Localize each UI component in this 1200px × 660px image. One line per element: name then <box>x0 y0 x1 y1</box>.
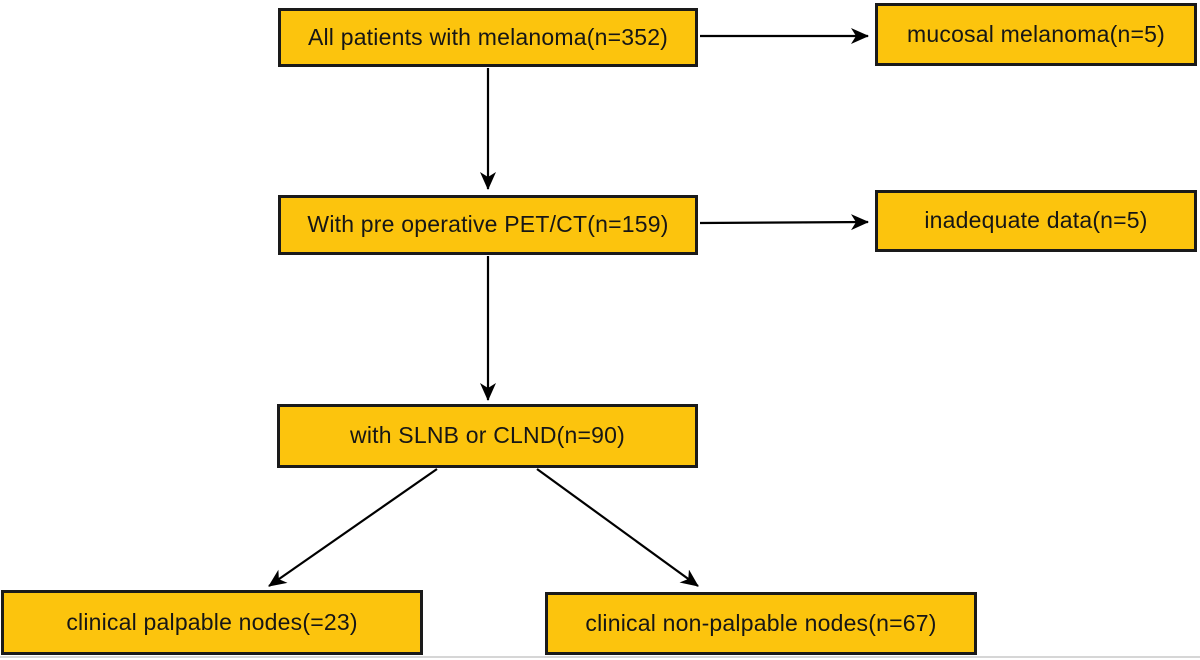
edge-petct-to-inadequate-arrow <box>699 214 869 231</box>
node-slnb-clnd-label: with SLNB or CLND(n=90) <box>350 422 625 449</box>
node-all-patients-label: All patients with melanoma(n=352) <box>307 23 669 50</box>
edge-slnb-to-non-palpable-arrow <box>536 468 699 587</box>
node-palpable-nodes-label: clinical palpable nodes(=23) <box>66 608 358 635</box>
node-non-palpable-nodes-label: clinical non-palpable nodes(n=67) <box>585 609 937 636</box>
node-preop-petct: With pre operative PET/CT(n=159) <box>278 195 698 255</box>
node-palpable-nodes: clinical palpable nodes(=23) <box>1 590 423 655</box>
node-mucosal-melanoma: mucosal melanoma(n=5) <box>875 3 1197 66</box>
node-slnb-clnd: with SLNB or CLND(n=90) <box>277 404 698 468</box>
node-all-patients: All patients with melanoma(n=352) <box>278 8 698 67</box>
node-inadequate-data-label: inadequate data(n=5) <box>924 207 1148 234</box>
node-mucosal-melanoma-label: mucosal melanoma(n=5) <box>907 20 1165 47</box>
node-non-palpable-nodes: clinical non-palpable nodes(n=67) <box>545 592 977 655</box>
node-inadequate-data: inadequate data(n=5) <box>875 190 1197 252</box>
figure-bottom-edge <box>0 656 1200 658</box>
edge-slnb-to-palpable-arrow <box>268 468 438 587</box>
node-preop-petct-label: With pre operative PET/CT(n=159) <box>307 211 669 238</box>
